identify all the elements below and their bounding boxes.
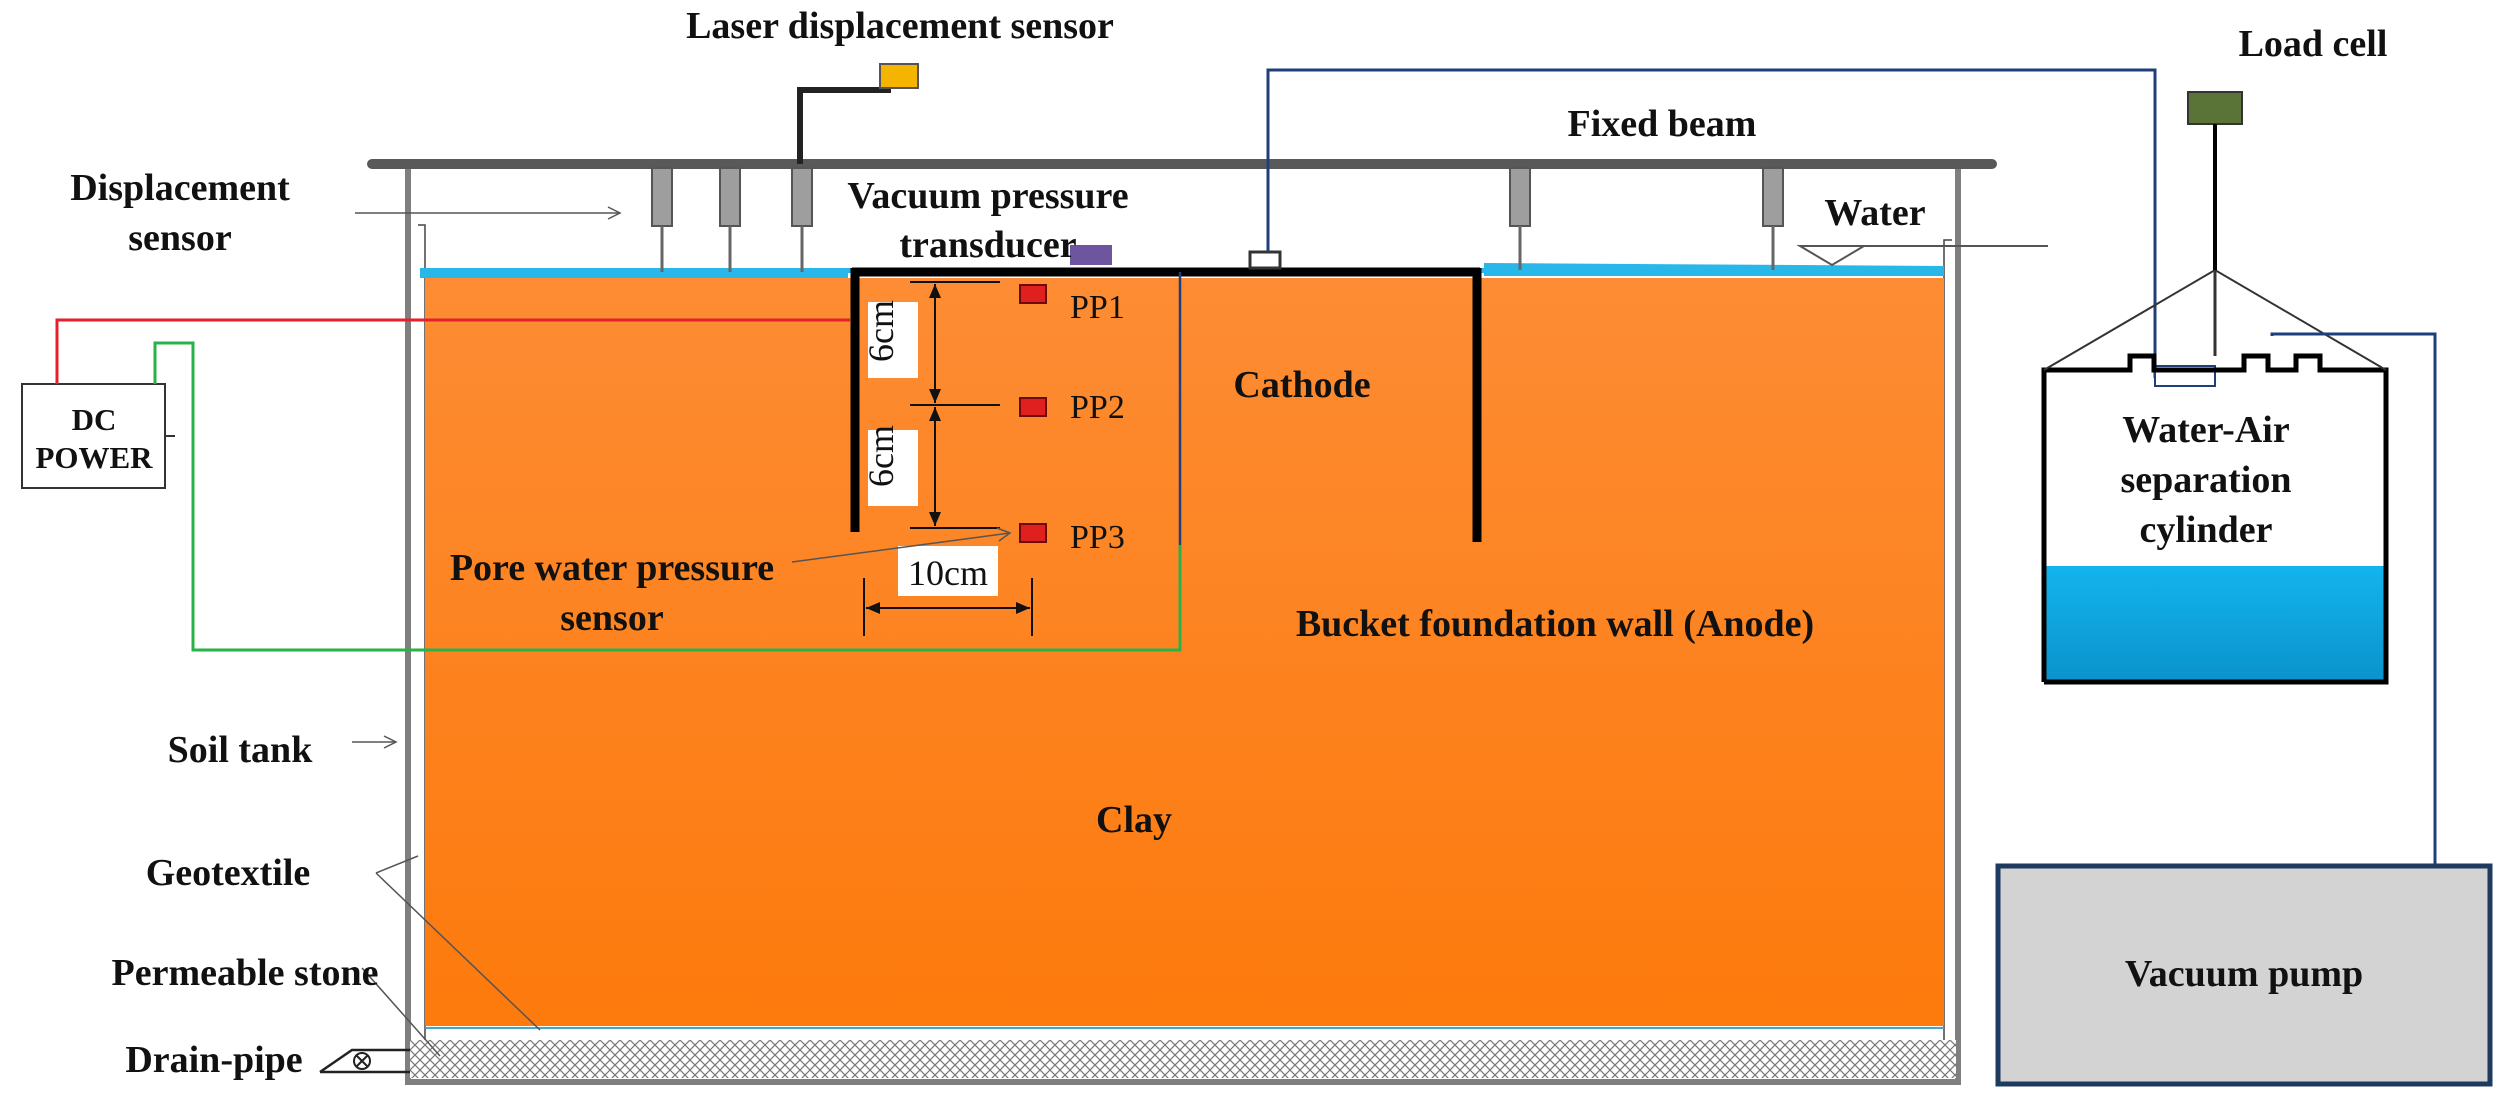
displacement-sensor-5 xyxy=(1762,167,1784,270)
geotextile-label: Geotextile xyxy=(146,852,311,894)
leader-lines xyxy=(352,206,1012,1057)
bucket-foundation xyxy=(850,250,1482,545)
dim-6cm-top-label: 6cm xyxy=(861,300,901,362)
cathode-wire xyxy=(153,341,1182,652)
bucket-wall-label: Bucket foundation wall (Anode) xyxy=(1296,603,1814,645)
permeable-stone-label: Permeable stone xyxy=(112,952,379,994)
displacement-sensor-1 xyxy=(651,167,673,272)
dc-power-supply xyxy=(21,383,175,489)
water-level-marker xyxy=(1796,245,2048,267)
clay-label: Clay xyxy=(1096,799,1172,841)
dim-6cm-bottom-label: 6cm xyxy=(861,425,901,487)
dc-power-label-line1: DC xyxy=(72,402,117,437)
vacuum-transducer-label-line1: Vacuum pressure xyxy=(847,175,1128,217)
vacuum-pressure-transducer xyxy=(1070,245,1112,265)
cylinder-label-line1: Water-Air xyxy=(2122,409,2290,451)
pore-water-sensor-label-line2: sensor xyxy=(560,597,664,639)
water-air-separation-cylinder xyxy=(2041,268,2389,685)
anode-wire xyxy=(55,318,850,384)
dim-10cm-label: 10cm xyxy=(908,553,988,593)
water-label: Water xyxy=(1824,192,1925,234)
load-cell xyxy=(2187,91,2243,270)
cathode-label: Cathode xyxy=(1233,364,1370,406)
pp1-sensor xyxy=(1019,284,1047,304)
dc-power-label-line2: POWER xyxy=(35,440,153,475)
drain-pipe-label: Drain-pipe xyxy=(125,1039,302,1081)
vacuum-line xyxy=(1266,68,2157,378)
displacement-sensor-3 xyxy=(791,167,813,272)
displacement-sensors xyxy=(651,167,1784,272)
displacement-sensor-label-line1: Displacement xyxy=(70,167,290,209)
drain-pipe xyxy=(319,1048,410,1074)
displacement-sensor-2 xyxy=(719,167,741,272)
load-cell-label: Load cell xyxy=(2239,23,2388,65)
pp3-sensor xyxy=(1019,523,1047,543)
pp2-sensor xyxy=(1019,397,1047,417)
pore-water-sensor-label-line1: Pore water pressure xyxy=(450,547,774,589)
displacement-sensor-4 xyxy=(1509,167,1531,270)
clay-layer xyxy=(425,278,1944,1026)
cylinder-label-line3: cylinder xyxy=(2140,509,2273,551)
pp3-label: PP3 xyxy=(1070,519,1125,556)
soil-tank-label: Soil tank xyxy=(168,729,314,771)
displacement-sensor-label-line2: sensor xyxy=(128,217,232,259)
fixed-beam-label: Fixed beam xyxy=(1568,103,1757,145)
soil-tank xyxy=(405,165,1961,1085)
vacuum-pump-label: Vacuum pump xyxy=(2125,953,2363,995)
pp1-label: PP1 xyxy=(1070,289,1125,326)
vacuum-pump xyxy=(1995,332,2493,1087)
vacuum-transducer-label-line2: transducer xyxy=(899,224,1076,266)
dimension-lines xyxy=(863,281,1033,636)
pp2-label: PP2 xyxy=(1070,389,1125,426)
laser-displacement-sensor xyxy=(797,63,919,164)
laser-sensor-label: Laser displacement sensor xyxy=(686,5,1114,47)
cylinder-label-line2: separation xyxy=(2121,459,2292,501)
permeable-stone-layer xyxy=(410,1040,1956,1078)
